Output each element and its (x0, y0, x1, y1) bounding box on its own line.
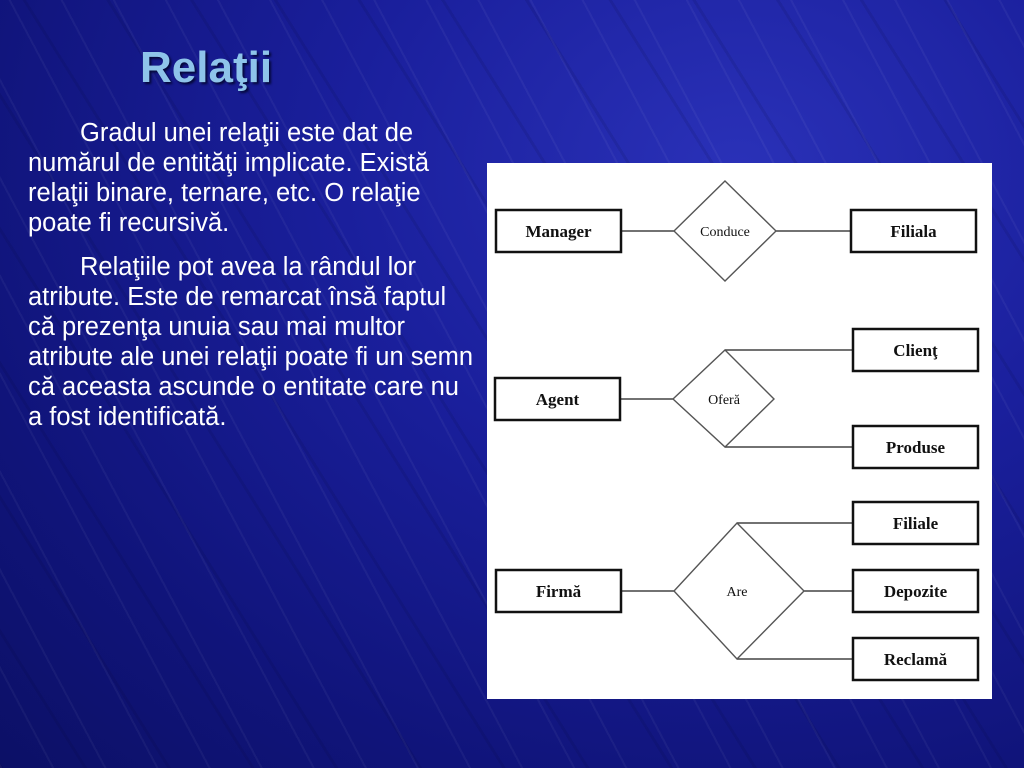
entity-filiale-label: Filiale (893, 514, 939, 533)
relation-are-label: Are (727, 585, 748, 600)
er-diagram: Manager Conduce Filiala Agent Oferă Clie… (487, 163, 992, 699)
entity-agent (493, 376, 622, 422)
entity-firma (494, 568, 623, 614)
slide-body: Gradul unei relaţii este dat de numărul … (28, 118, 474, 446)
entity-agent-label: Agent (536, 390, 580, 409)
entity-reclama (851, 636, 980, 682)
entity-filiale (851, 500, 980, 546)
er-row-firma: Firmă Are Filiale Depozite Reclamă (494, 500, 980, 682)
entity-filiala (849, 208, 978, 254)
entity-client-label: Clienţ (893, 341, 938, 360)
entity-manager-label: Manager (525, 222, 592, 241)
relation-ofera (671, 349, 775, 448)
entity-depozite (851, 568, 980, 614)
paragraph-attributes: Relaţiile pot avea la rândul lor atribut… (28, 253, 474, 431)
entity-depozite-label: Depozite (884, 582, 948, 601)
entity-reclama-label: Reclamă (884, 650, 948, 669)
relation-ofera-label: Oferă (708, 393, 741, 408)
entity-manager (494, 208, 623, 254)
entity-client (851, 327, 980, 373)
paragraph-degree: Gradul unei relaţii este dat de numărul … (28, 119, 430, 237)
entity-filiala-label: Filiala (890, 222, 937, 241)
entity-produse (851, 424, 980, 470)
relation-are (673, 521, 805, 661)
relation-conduce (673, 180, 777, 282)
er-row-agent: Agent Oferă Clienţ Produse (493, 327, 980, 470)
entity-produse-label: Produse (886, 438, 946, 457)
slide-title: Relaţii (140, 43, 273, 92)
er-diagram-svg: Manager Conduce Filiala Agent Oferă Clie… (493, 180, 980, 682)
entity-firma-label: Firmă (536, 582, 582, 601)
relation-conduce-label: Conduce (700, 225, 750, 240)
er-row-manager: Manager Conduce Filiala (494, 180, 978, 282)
